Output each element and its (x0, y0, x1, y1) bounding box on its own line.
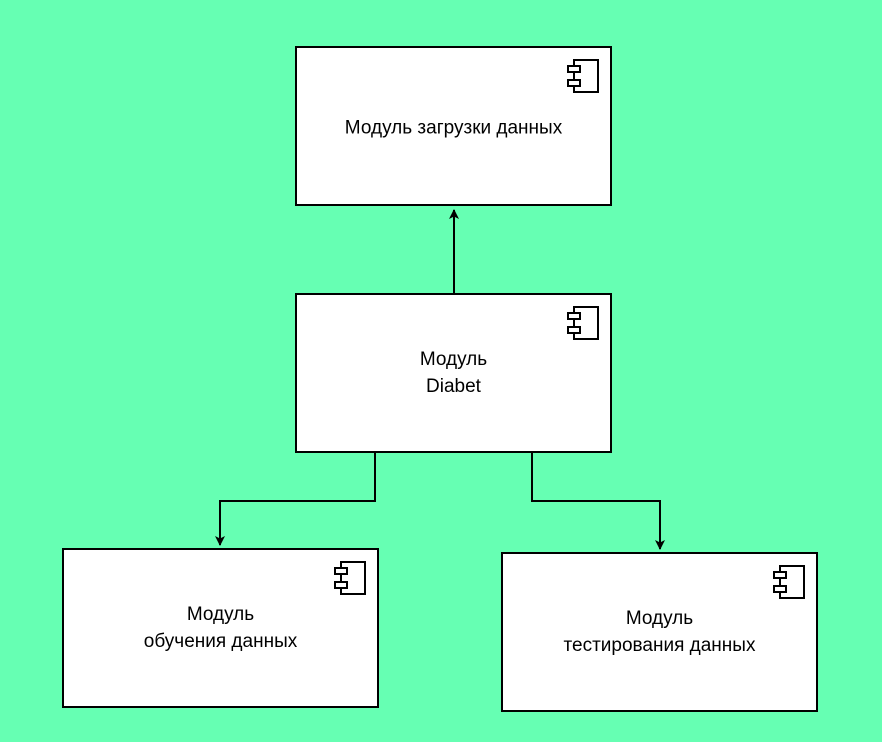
node-train[interactable]: Модуль обучения данных (62, 548, 379, 708)
uml-component-icon (773, 565, 805, 599)
node-test[interactable]: Модуль тестирования данных (501, 552, 818, 712)
uml-component-icon (334, 561, 366, 595)
node-diabet[interactable]: Модуль Diabet (295, 293, 612, 453)
uml-component-icon (567, 59, 599, 93)
edge-diabet-to-train (215, 452, 376, 546)
node-train-label: Модуль обучения данных (143, 604, 298, 652)
node-loader[interactable]: Модуль загрузки данных (295, 46, 612, 206)
uml-component-icon (567, 306, 599, 340)
edge-diabet-to-test (531, 452, 665, 550)
node-loader-label: Модуль загрузки данных (344, 117, 563, 139)
node-diabet-label: Модуль Diabet (419, 349, 488, 397)
node-test-label: Модуль тестирования данных (563, 608, 756, 656)
